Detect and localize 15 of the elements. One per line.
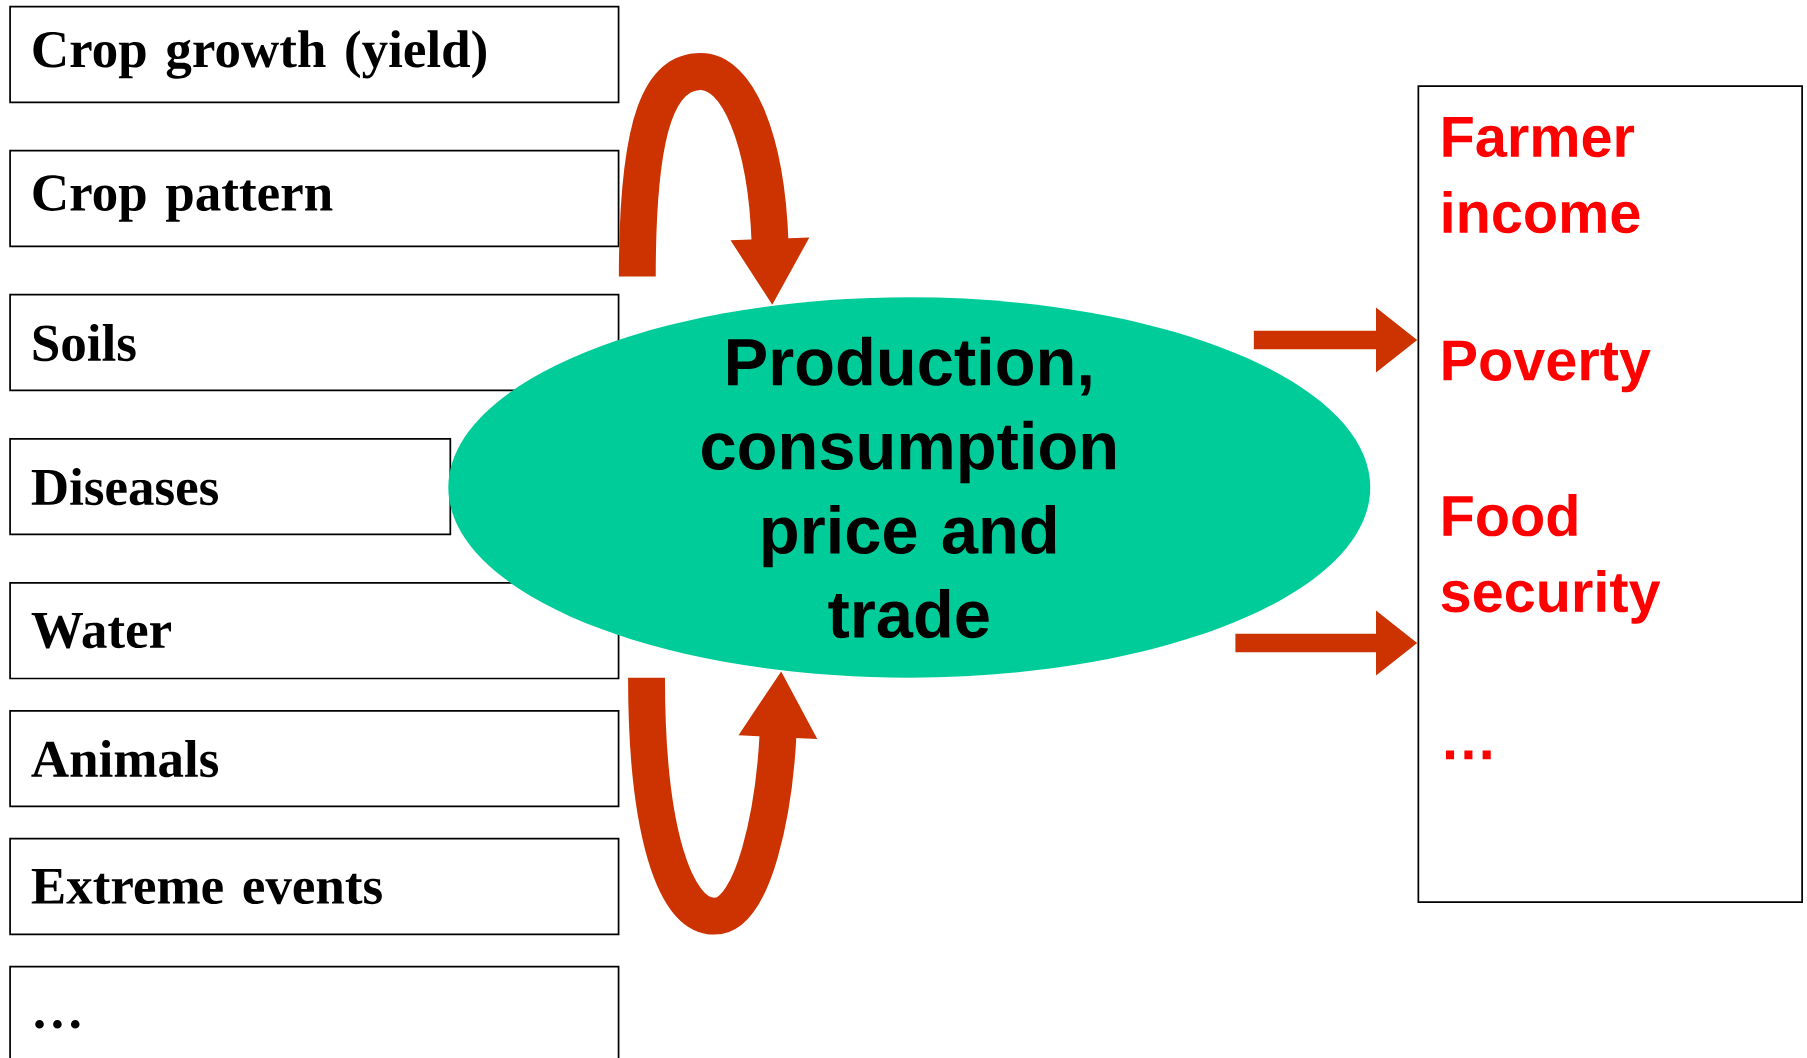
factor-box: Animals — [9, 709, 620, 808]
factor-box: … — [9, 965, 620, 1058]
factor-box: Water — [9, 582, 620, 680]
factor-box: Extreme events — [9, 837, 620, 936]
outcome-text: Poverty — [1443, 340, 1651, 393]
outcome-text: Farmer income — [1443, 117, 1640, 234]
ellipse-text: Production, consumption price and trade — [702, 336, 1115, 639]
outcome-text: Food security — [1441, 494, 1661, 624]
factor-box: Diseases — [9, 437, 452, 536]
central-ellipse — [448, 297, 1371, 678]
outcome-text: … — [1445, 750, 1491, 760]
factor-box: Crop growth (yield) — [9, 5, 620, 104]
factor-box: Crop pattern — [9, 149, 620, 248]
factor-box: Soils — [9, 293, 620, 392]
outcome-box — [1417, 85, 1803, 903]
